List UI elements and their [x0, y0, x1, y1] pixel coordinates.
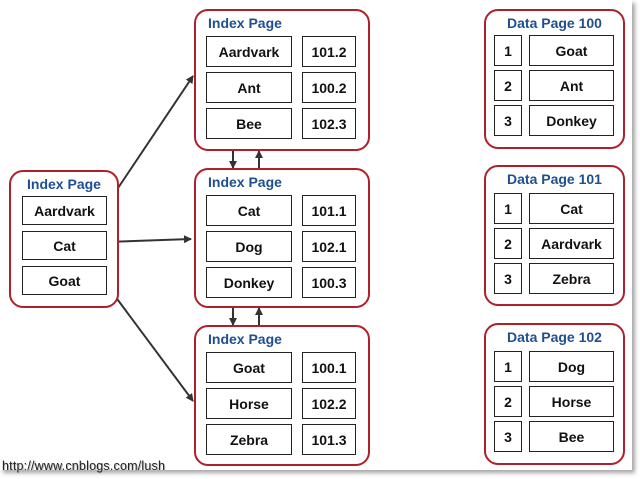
page-title: Data Page 102	[507, 329, 602, 345]
page-title: Index Page	[208, 174, 282, 190]
index-key: Cat	[206, 195, 292, 226]
page-title: Index Page	[27, 176, 101, 192]
index-key: Dog	[206, 231, 292, 262]
slot-value: Zebra	[529, 263, 614, 294]
root-entry-goat: Goat	[22, 266, 107, 295]
root-entry-cat: Cat	[22, 231, 107, 260]
data-page-102: Data Page 102 1 Dog 2 Horse 3 Bee	[484, 323, 625, 465]
page-title: Index Page	[208, 15, 282, 31]
slot-value: Ant	[529, 70, 614, 101]
index-rid: 100.3	[302, 267, 356, 298]
index-key: Donkey	[206, 267, 292, 298]
slot-number: 2	[494, 228, 522, 259]
slot-number: 2	[494, 386, 522, 417]
arrow-root-to-index-3	[105, 283, 194, 402]
connector-layer	[105, 75, 263, 402]
index-key: Bee	[206, 108, 292, 139]
page-title: Data Page 101	[507, 171, 602, 187]
page-title: Index Page	[208, 331, 282, 347]
root-entry-aardvark: Aardvark	[22, 196, 107, 225]
slot-value: Donkey	[529, 105, 614, 136]
slot-value: Dog	[529, 351, 614, 382]
slot-value: Goat	[529, 35, 614, 66]
data-page-100: Data Page 100 1 Goat 2 Ant 3 Donkey	[484, 9, 625, 149]
index-key: Zebra	[206, 424, 292, 455]
watermark-url: http://www.cnblogs.com/lush	[2, 459, 166, 473]
slot-number: 3	[494, 421, 522, 452]
slot-number: 2	[494, 70, 522, 101]
index-page-2: Index Page Cat 101.1 Dog 102.1 Donkey 10…	[194, 168, 370, 308]
slot-number: 3	[494, 105, 522, 136]
slot-value: Horse	[529, 386, 614, 417]
root-index-page: Index Page Aardvark Cat Goat	[9, 170, 119, 308]
index-rid: 100.2	[302, 72, 356, 103]
index-key: Horse	[206, 388, 292, 419]
slot-number: 1	[494, 193, 522, 224]
index-rid: 101.2	[302, 36, 356, 67]
data-page-101: Data Page 101 1 Cat 2 Aardvark 3 Zebra	[484, 165, 625, 306]
index-rid: 102.2	[302, 388, 356, 419]
index-rid: 102.3	[302, 108, 356, 139]
slot-value: Aardvark	[529, 228, 614, 259]
index-page-3: Index Page Goat 100.1 Horse 102.2 Zebra …	[194, 325, 370, 466]
arrow-root-to-index-1	[105, 75, 194, 207]
slot-number: 1	[494, 35, 522, 66]
slot-number: 3	[494, 263, 522, 294]
index-key: Ant	[206, 72, 292, 103]
slot-value: Bee	[529, 421, 614, 452]
index-rid: 101.1	[302, 195, 356, 226]
index-rid: 102.1	[302, 231, 356, 262]
slot-value: Cat	[529, 193, 614, 224]
arrow-root-to-index-2	[105, 235, 192, 244]
index-rid: 100.1	[302, 352, 356, 383]
index-page-1: Index Page Aardvark 101.2 Ant 100.2 Bee …	[194, 9, 370, 151]
index-key: Aardvark	[206, 36, 292, 67]
slot-number: 1	[494, 351, 522, 382]
index-key: Goat	[206, 352, 292, 383]
diagram-canvas: Index Page Aardvark Cat Goat Index Page …	[9, 9, 625, 466]
page-title: Data Page 100	[507, 15, 602, 31]
index-rid: 101.3	[302, 424, 356, 455]
